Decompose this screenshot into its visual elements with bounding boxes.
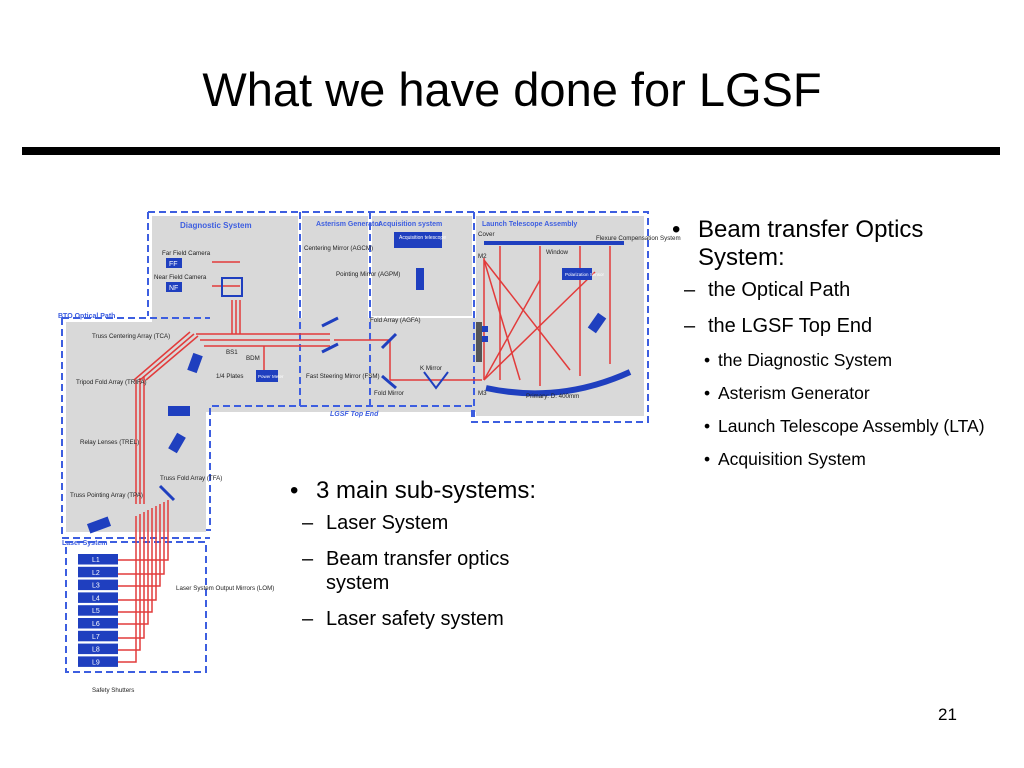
- k-mirror-shape: [423, 371, 449, 390]
- tfa-label: Truss Fold Array (TFA): [160, 475, 222, 482]
- sub-bullet-optical-path: the Optical Path: [660, 278, 1005, 302]
- laser-block-6: [78, 618, 118, 629]
- laser-block-3: [78, 579, 118, 591]
- bullet-main-subsystems: 3 main sub-systems:: [278, 477, 618, 505]
- fold-mirror-shape: [381, 374, 397, 390]
- ff-label: FF: [169, 261, 178, 268]
- tfa-mirror: [158, 484, 176, 502]
- pointing-mirror-label: Pointing Mirror (AGPM): [336, 271, 400, 278]
- nf-camera-block: [166, 282, 182, 292]
- acquisition-camera-block: [416, 268, 424, 290]
- title-divider: [22, 147, 1000, 155]
- m3-label: M3: [478, 390, 487, 397]
- laser-beams: [118, 246, 611, 663]
- subsub-bullet-lta: Launch Telescope Assembly (LTA): [660, 416, 1005, 437]
- laser-label-7: L7: [92, 634, 100, 641]
- laser-label-2: L2: [92, 570, 100, 577]
- laser-block-4: [78, 592, 118, 603]
- acquisition-telescope-block: [394, 232, 442, 248]
- lta-pac-block: [587, 312, 607, 334]
- laser-label-9: L9: [92, 659, 100, 666]
- fold-array-agfa-label: Fold Array (AGFA): [370, 317, 421, 324]
- subsub-bullet-acquisition: Acquisition System: [660, 449, 1005, 470]
- tca-label: Truss Centering Array (TCA): [92, 333, 170, 340]
- gray-panels: [66, 216, 644, 532]
- region-laser-label: Laser System: [62, 540, 108, 547]
- slide-title: What we have done for LGSF: [202, 63, 822, 116]
- polarization-sensor-block: [562, 268, 592, 280]
- bto-pac-block-1: [187, 352, 203, 374]
- diagnostic-optics: [221, 277, 243, 297]
- safety-shutters-label: Safety Shutters: [92, 687, 134, 694]
- fold-mirror-label: Fold Mirror: [374, 390, 404, 397]
- laser-label-1: L1: [92, 557, 100, 564]
- agfa-mirror: [380, 332, 398, 350]
- bto-pac-block-2: [168, 406, 190, 416]
- tpa-label: Truss Pointing Array (TPA): [70, 492, 143, 499]
- power-meter-label: Power Meter: [258, 374, 284, 379]
- sub-bullet-lgsf-top-end: the LGSF Top End: [660, 314, 1005, 338]
- laser-label-6: L6: [92, 621, 100, 628]
- nf-label: NF: [169, 285, 178, 292]
- laser-label-4: L4: [92, 595, 100, 602]
- m2-label: M2: [478, 253, 487, 260]
- bdm-label: BDM: [246, 355, 260, 362]
- acquisition-telescope-label: Acquisition telescope: [399, 235, 446, 241]
- fsm-mirror: [321, 342, 339, 354]
- lta-lens-2: [482, 336, 488, 342]
- k-mirror-label: K Mirror: [420, 365, 442, 372]
- far-field-camera-label: Far Field Camera: [162, 250, 211, 257]
- sub-bullet-laser-safety: Laser safety system: [278, 607, 516, 631]
- flexure-label: Flexure Compensation System: [596, 235, 681, 242]
- region-asterism-label: Asterism Generator: [316, 221, 382, 228]
- region-lgsf-top-end-label: LGSF Top End: [330, 411, 379, 418]
- primary-mirror: [485, 369, 632, 397]
- laser-label-3: L3: [92, 583, 100, 590]
- laser-block-7: [78, 630, 118, 642]
- laser-label-8: L8: [92, 647, 100, 654]
- near-field-camera-label: Near Field Camera: [154, 274, 207, 281]
- power-meter-block: [256, 370, 278, 382]
- fsm-label: Fast Steering Mirror (FSM): [306, 373, 380, 380]
- subsub-bullet-diagnostic: the Diagnostic System: [660, 350, 1005, 371]
- sub-bullet-laser-system: Laser System: [278, 511, 516, 535]
- primary-label: Primary: D: 400mm: [526, 393, 579, 400]
- polarization-sensor-label: Polarization Sensor: [565, 272, 605, 277]
- centering-mirror-label: Centering Mirror (AGCM): [304, 245, 373, 252]
- lta-scale-bar: [476, 322, 482, 362]
- bto-pac-block-4: [86, 516, 112, 534]
- subsub-bullet-asterism: Asterism Generator: [660, 383, 1005, 404]
- laser-block-2: [78, 566, 118, 578]
- laser-block-9: [78, 656, 118, 667]
- lom-label: Laser System Output Mirrors (LOM): [176, 585, 274, 592]
- lta-window-bar: [484, 241, 624, 245]
- laser-block-8: [78, 643, 118, 655]
- slide-number: 21: [938, 705, 957, 724]
- right-bullet-list: Beam transfer Optics System: the Optical…: [660, 216, 1005, 482]
- lta-lens-1: [482, 326, 488, 332]
- region-lta-label: Launch Telescope Assembly: [482, 221, 577, 228]
- region-diagnostic-label: Diagnostic System: [180, 221, 252, 230]
- region-bto-label: BTO Optical Path: [58, 313, 115, 320]
- middle-bullet-list: 3 main sub-systems: Laser System Beam tr…: [278, 477, 618, 643]
- bullet-beam-transfer: Beam transfer Optics System:: [660, 216, 1005, 272]
- bto-pac-block-3: [168, 432, 186, 454]
- laser-label-5: L5: [92, 608, 100, 615]
- sub-bullet-beam-transfer-optics: Beam transfer optics system: [278, 547, 516, 595]
- trel-label: Relay Lenses (TREL): [80, 439, 139, 446]
- trifa-label: Tripod Fold Array (TRIFA): [76, 379, 147, 386]
- bs1-label: BS1: [226, 349, 238, 356]
- agcm-mirror: [321, 316, 339, 328]
- laser-block-5: [78, 605, 118, 616]
- window-label: Window: [546, 249, 569, 256]
- plates-label: 1/4 Plates: [216, 373, 244, 380]
- ff-camera-block: [166, 258, 182, 268]
- cover-label: Cover: [478, 231, 495, 238]
- region-acquisition-label: Acquisition system: [378, 221, 442, 228]
- laser-block-1: [78, 554, 118, 565]
